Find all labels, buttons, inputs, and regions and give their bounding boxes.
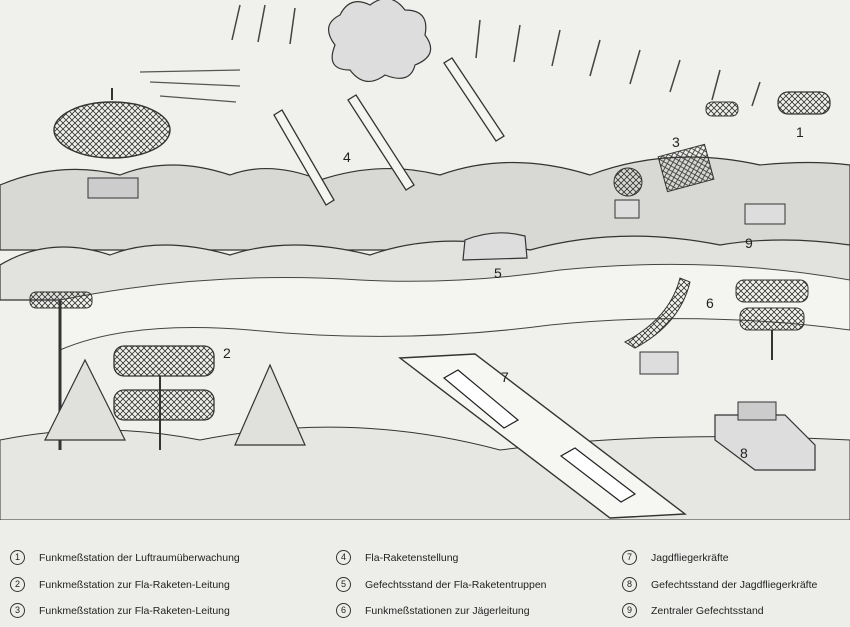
marker-6: 6 (706, 295, 714, 311)
legend-number: 8 (622, 577, 637, 592)
guidance-radar-3 (613, 143, 715, 219)
legend-item-9: 9 Zentraler Gefechtsstand (622, 603, 764, 618)
legend-label: Zentraler Gefechtsstand (651, 604, 764, 617)
legend-item-4: 4 Fla-Raketenstellung (336, 550, 458, 565)
legend-label: Funkmeßstation der Luftraumüberwachung (39, 551, 240, 564)
legend-number: 5 (336, 577, 351, 592)
fighter-command-box (737, 401, 777, 421)
legend-number: 6 (336, 603, 351, 618)
marker-7: 7 (501, 369, 509, 385)
surveillance-radar-large (53, 88, 171, 199)
legend-item-8: 8 Gefechtsstand der Jagdfliegerkräfte (622, 577, 817, 592)
missile-launchers (273, 57, 505, 206)
motion-lines (139, 69, 241, 103)
guidance-radar-2 (29, 291, 215, 450)
marker-5: 5 (494, 265, 502, 281)
marker-8: 8 (740, 445, 748, 461)
marker-4: 4 (343, 149, 351, 165)
trees (44, 358, 306, 446)
legend-item-7: 7 Jagdfliegerkräfte (622, 550, 729, 565)
legend-number: 4 (336, 550, 351, 565)
marker-3: 3 (672, 134, 680, 150)
marker-9: 9 (745, 235, 753, 251)
legend-number: 7 (622, 550, 637, 565)
legend-item-1: 1 Funkmeßstation der Luftraumüberwachung (10, 550, 240, 565)
legend-item-3: 3 Funkmeßstation zur Fla-Raketen-Leitung (10, 603, 230, 618)
explosion-cloud (328, 0, 432, 82)
legend-label: Gefechtsstand der Fla-Raketentruppen (365, 578, 547, 591)
air-defense-scene: 1 2 3 4 5 6 7 8 9 (0, 0, 850, 520)
surveillance-radar-1 (705, 91, 831, 117)
fighter-command-post-8 (714, 414, 816, 471)
legend-label: Gefechtsstand der Jagdfliegerkräfte (651, 578, 818, 591)
legend-number: 2 (10, 577, 25, 592)
diagram-markers: 1 2 3 4 5 6 7 8 9 (223, 124, 804, 461)
legend-label: Funkmeßstation zur Fla-Raketen-Leitung (39, 604, 230, 617)
legend-label: Funkmeßstationen zur Jägerleitung (365, 604, 530, 617)
legend-item-5: 5 Gefechtsstand der Fla-Raketentruppen (336, 577, 547, 592)
airfield (398, 353, 687, 519)
legend-item-2: 2 Funkmeßstation zur Fla-Raketen-Leitung (10, 577, 230, 592)
marker-1: 1 (796, 124, 804, 140)
legend-number: 9 (622, 603, 637, 618)
legend-number: 1 (10, 550, 25, 565)
legend-label: Fla-Raketenstellung (365, 551, 459, 564)
radar-beam-lines (231, 4, 761, 107)
legend-number: 3 (10, 603, 25, 618)
river (59, 263, 850, 351)
legend-label: Jagdfliegerkräfte (651, 551, 729, 564)
central-command-9 (744, 203, 786, 225)
legend-label: Funkmeßstation zur Fla-Raketen-Leitung (39, 578, 230, 591)
fighter-control-radars-6 (623, 277, 809, 375)
command-bunker-5 (462, 232, 528, 261)
marker-2: 2 (223, 345, 231, 361)
legend-item-6: 6 Funkmeßstationen zur Jägerleitung (336, 603, 530, 618)
